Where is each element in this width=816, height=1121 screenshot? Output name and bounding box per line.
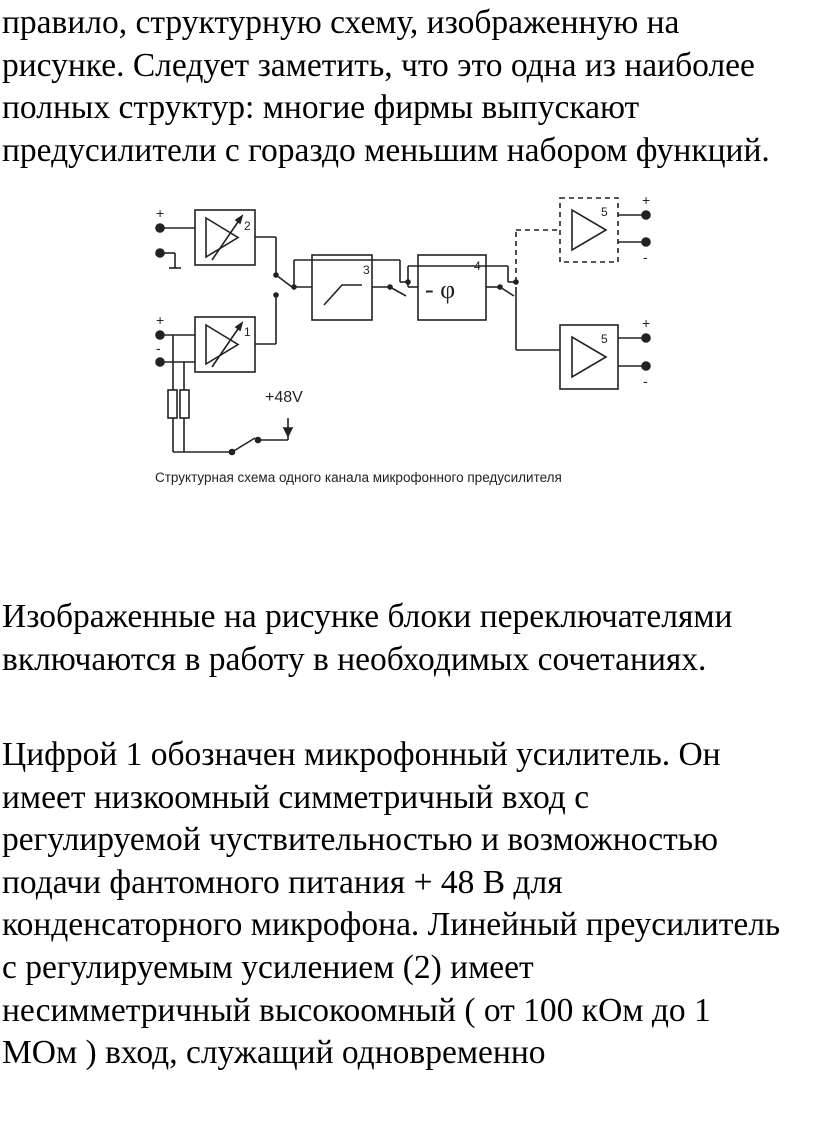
block-5-output-optional: 5 [559, 197, 619, 263]
plus-sign: + [156, 312, 164, 328]
text-line: имеет низкоомный симметричный вход с [2, 778, 590, 816]
block-number-3: 3 [363, 263, 370, 277]
text-line: несимметричный высокоомный ( от 100 кОм … [2, 991, 711, 1029]
block-number-1: 1 [244, 325, 251, 339]
text-line: МОм ) вход, служащий одновременно [2, 1034, 546, 1072]
block-3-filter: 3 [311, 254, 373, 321]
text-line: конденсаторного микрофона. Линейный преу… [2, 906, 781, 944]
paragraph-description: Цифрой 1 обозначен микрофонный усилитель… [2, 734, 814, 1075]
text-line: подачи фантомного питания + 48 В для [2, 863, 563, 901]
plus-sign: + [642, 315, 650, 331]
block-number-2: 2 [244, 219, 251, 233]
text-line: Изображенные на рисунке блоки переключат… [2, 598, 733, 635]
text-line: предусилители с гораздо меньшим набором … [2, 131, 770, 169]
voltage-label: +48V [265, 389, 303, 406]
paragraph-intro: правило, структурную схему, изображенную… [2, 2, 814, 172]
plus-sign: + [642, 192, 650, 208]
minus-sign: - [643, 249, 648, 265]
block-diagram-figure: 2 + 1 + - [140, 190, 680, 500]
text-line: полных структур: многие фирмы выпускают [2, 89, 640, 127]
minus-sign: - [643, 373, 648, 389]
block-2-line-amp: 2 [194, 209, 256, 266]
block-number-5: 5 [601, 332, 608, 346]
minus-sign: - [156, 340, 161, 356]
phase-label: - φ [425, 275, 455, 304]
paragraph-blocks: Изображенные на рисунке блоки переключат… [2, 596, 814, 681]
block-number-5: 5 [601, 205, 608, 219]
text-line: с регулируемым усилением (2) имеет [2, 948, 534, 986]
block-4-phase: - φ 4 [417, 254, 487, 321]
figure-caption: Структурная схема одного канала микрофон… [155, 470, 562, 485]
plus-sign: + [156, 205, 164, 221]
text-line: рисунке. Следует заметить, что это одна … [2, 46, 755, 84]
text-line: включаются в работу в необходимых сочета… [2, 640, 707, 678]
block-5-output: 5 [559, 324, 619, 390]
block-1-mic-amp: 1 [194, 316, 256, 373]
text-line: регулируемой чуствительностью и возможно… [2, 821, 719, 859]
block-diagram: 2 + 1 + - [155, 192, 651, 456]
text-line: правило, структурную схему, изображенную… [2, 4, 680, 41]
text-line: Цифрой 1 обозначен микрофонный усилитель… [2, 736, 721, 773]
